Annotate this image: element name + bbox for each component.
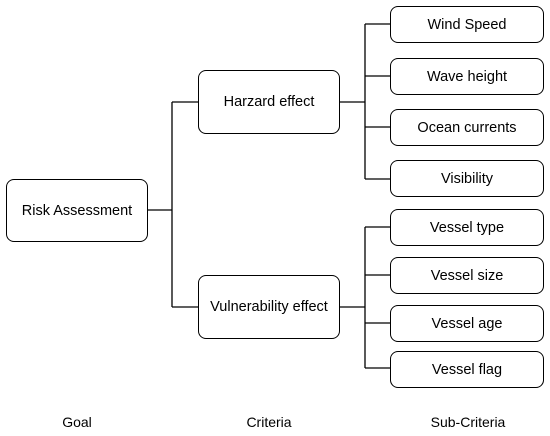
- criteria-node-hazard: Harzard effect: [198, 70, 340, 134]
- sub-criteria-wind-speed: Wind Speed: [390, 6, 544, 43]
- sub-criteria-vessel-size: Vessel size: [390, 257, 544, 294]
- sub-criteria-wave-height: Wave height: [390, 58, 544, 95]
- level-label-sub-criteria: Sub-Criteria: [430, 414, 506, 430]
- sub-criteria-ocean-currents: Ocean currents: [390, 109, 544, 146]
- level-label-criteria: Criteria: [246, 414, 292, 430]
- sub-criteria-visibility: Visibility: [390, 160, 544, 197]
- sub-criteria-vessel-flag: Vessel flag: [390, 351, 544, 388]
- level-label-goal: Goal: [62, 414, 92, 430]
- sub-criteria-vessel-type: Vessel type: [390, 209, 544, 246]
- sub-criteria-vessel-age: Vessel age: [390, 305, 544, 342]
- goal-node: Risk Assessment: [6, 179, 148, 242]
- criteria-node-vulnerability: Vulnerability effect: [198, 275, 340, 339]
